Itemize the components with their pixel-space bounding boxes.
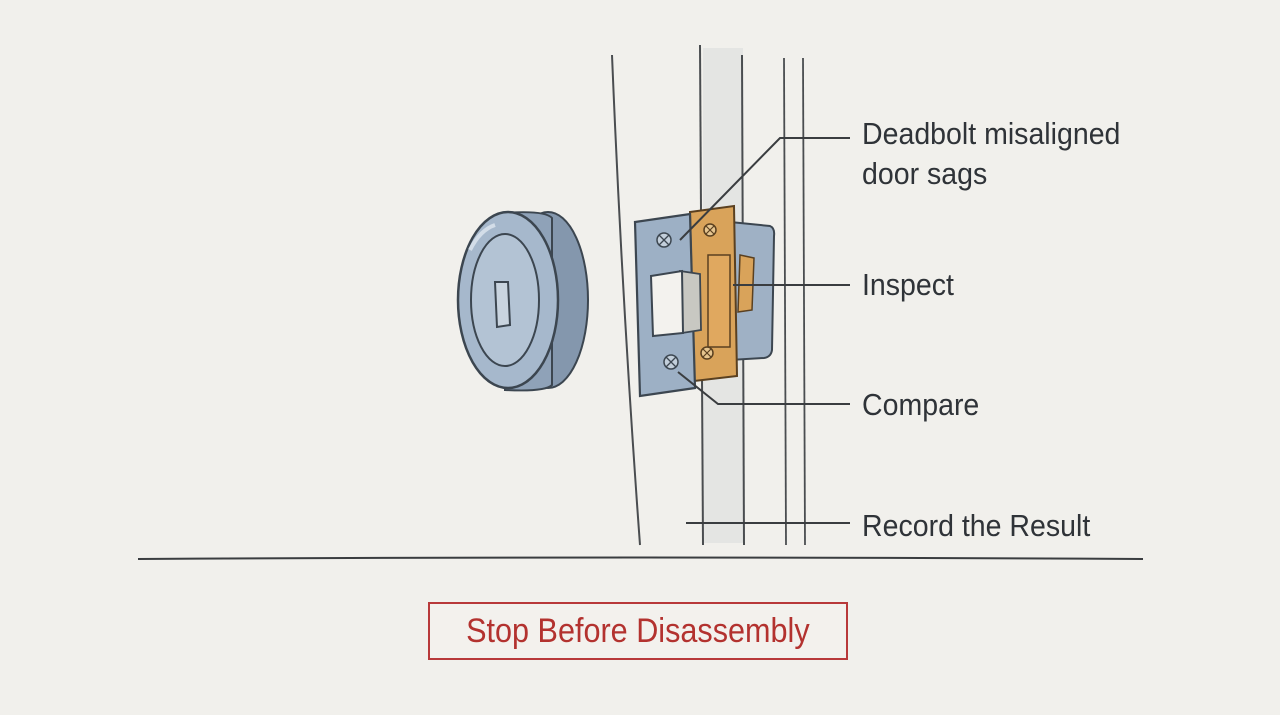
- label-deadbolt-misaligned: Deadbolt misaligned door sags: [862, 114, 1120, 194]
- strike-lip: [737, 254, 755, 313]
- warning-text: Stop Before Disassembly: [466, 612, 810, 650]
- warning-box: Stop Before Disassembly: [428, 602, 848, 660]
- latch-plate-illustration: [633, 212, 702, 398]
- label-compare: Compare: [862, 387, 980, 422]
- jamb-line-3: [783, 57, 787, 546]
- label-record-result: Record the Result: [862, 508, 1091, 543]
- jamb-line-4: [802, 57, 806, 546]
- deadbolt-knob-illustration: [456, 210, 589, 392]
- bolt-face: [649, 269, 685, 338]
- label-inspect: Inspect: [862, 267, 954, 302]
- thumb-turn: [493, 281, 512, 329]
- knob-highlight: [468, 223, 496, 251]
- strike-opening: [707, 254, 731, 348]
- label-deadbolt-line2: door sags: [862, 156, 988, 191]
- door-edge-line: [611, 54, 641, 546]
- label-deadbolt-line1: Deadbolt misaligned: [862, 116, 1121, 151]
- leader-deadbolt: [679, 137, 850, 241]
- ground-line: [137, 556, 1144, 560]
- leader-compare: [677, 371, 850, 405]
